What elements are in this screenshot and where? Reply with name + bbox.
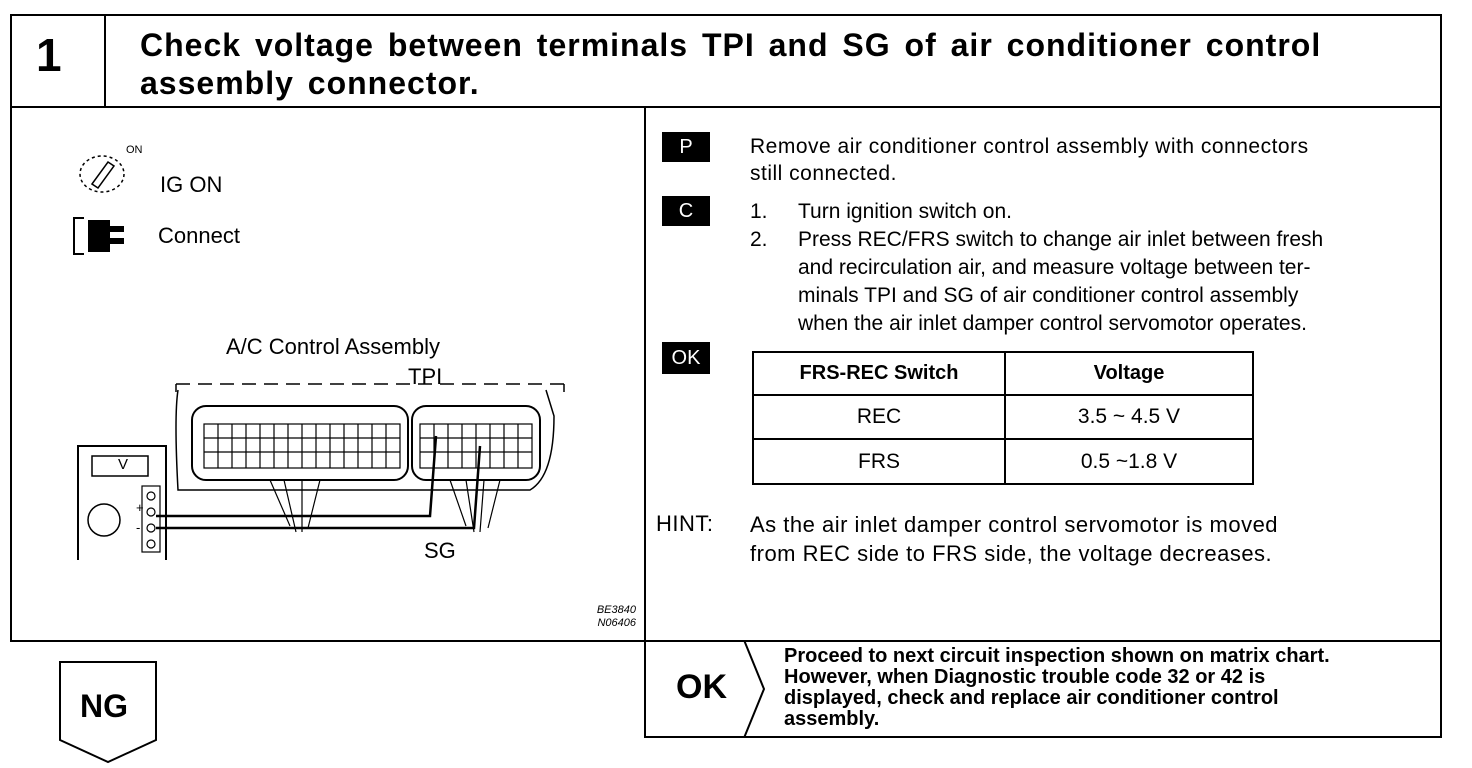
ok-result-box [644,640,1442,738]
assembly-label: A/C Control Assembly [226,334,440,359]
step-number-2: 2. [750,228,768,251]
ok-note-line-2: However, when Diagnostic trouble code 32… [784,666,1266,688]
voltmeter-label: V [118,456,129,473]
hint-text: As the air inlet damper control servomot… [750,510,1440,568]
ig-on-label: IG ON [160,172,223,197]
ok-badge: OK [662,342,710,374]
hint-line-2: from REC side to FRS side, the voltage d… [750,541,1273,566]
step-number: 1 [36,29,62,81]
figure-code-1: BE3840 [596,604,636,616]
step-2-line-2: and recirculation air, and measure volta… [798,256,1311,279]
connector-wiring-diagram: + - [77,383,565,560]
left-connector-pins [203,423,401,469]
ignition-key-icon [79,155,125,193]
step-number-divider [104,14,106,108]
table-cell-voltage: 3.5 ~ 4.5 V [1004,393,1254,441]
step-2-line-4: when the air inlet damper control servom… [798,312,1307,335]
step-2-line-1: Press REC/FRS switch to change air inlet… [798,228,1324,251]
sg-label: SG [424,538,456,563]
step-title-line-2: assembly connector. [140,65,480,101]
step-title: Check voltage between terminals TPI and … [140,26,1400,102]
table-row: FRS 0.5 ~1.8 V [752,438,1254,485]
step-text-2: Press REC/FRS switch to change air inlet… [798,226,1323,338]
step-title-line-1: Check voltage between terminals TPI and … [140,27,1322,63]
ok-note-line-1: Proceed to next circuit inspection shown… [784,645,1330,667]
ok-result-note: Proceed to next circuit inspection shown… [784,646,1444,730]
p-badge: P [662,132,710,162]
ig-superscript: ON [126,144,143,156]
connector-icon [73,217,124,255]
step-text-1: Turn ignition switch on. [798,200,1012,223]
svg-text:+: + [136,500,144,515]
figure-codes: BE3840 N06406 [560,604,636,630]
procedure-step-2: 2. Press REC/FRS switch to change air in… [750,226,1430,338]
right-connector-pins [419,423,533,469]
hint-line-1: As the air inlet damper control servomot… [750,512,1279,537]
tpi-label: TPI [408,364,443,389]
p-instruction: Remove air conditioner control assembly … [750,133,1430,187]
hint-label: HINT: [656,511,714,536]
table-cell-voltage: 0.5 ~1.8 V [1004,438,1254,485]
ok-result-label: OK [676,668,727,706]
step-2-line-3: minals TPI and SG of air conditioner con… [798,284,1299,307]
ok-note-line-3: displayed, check and replace air conditi… [784,687,1279,709]
procedure-step-1: 1. Turn ignition switch on. [750,198,1430,226]
figure-code-2: N06406 [597,617,636,629]
p-instruction-line-1: Remove air conditioner control assembly … [750,135,1309,158]
table-header-voltage: Voltage [1004,351,1254,396]
table-cell-switch: FRS [752,438,1006,485]
voltage-spec-table: FRS-REC Switch Voltage REC 3.5 ~ 4.5 V F… [752,351,1254,485]
table-cell-switch: REC [752,393,1006,441]
body-column-divider [644,106,646,738]
step-number-1: 1. [750,200,768,223]
c-badge: C [662,196,710,226]
ok-arrow-divider [743,640,766,738]
ok-note-line-4: assembly. [784,708,880,730]
p-instruction-line-2: still connected. [750,162,897,185]
table-row: REC 3.5 ~ 4.5 V [752,393,1254,441]
connect-label: Connect [158,223,240,248]
ng-result-label: NG [80,688,128,724]
ng-arrow-box [59,661,157,764]
table-header-switch: FRS-REC Switch [752,351,1006,396]
table-header-row: FRS-REC Switch Voltage [752,351,1254,396]
svg-text:-: - [136,520,140,535]
